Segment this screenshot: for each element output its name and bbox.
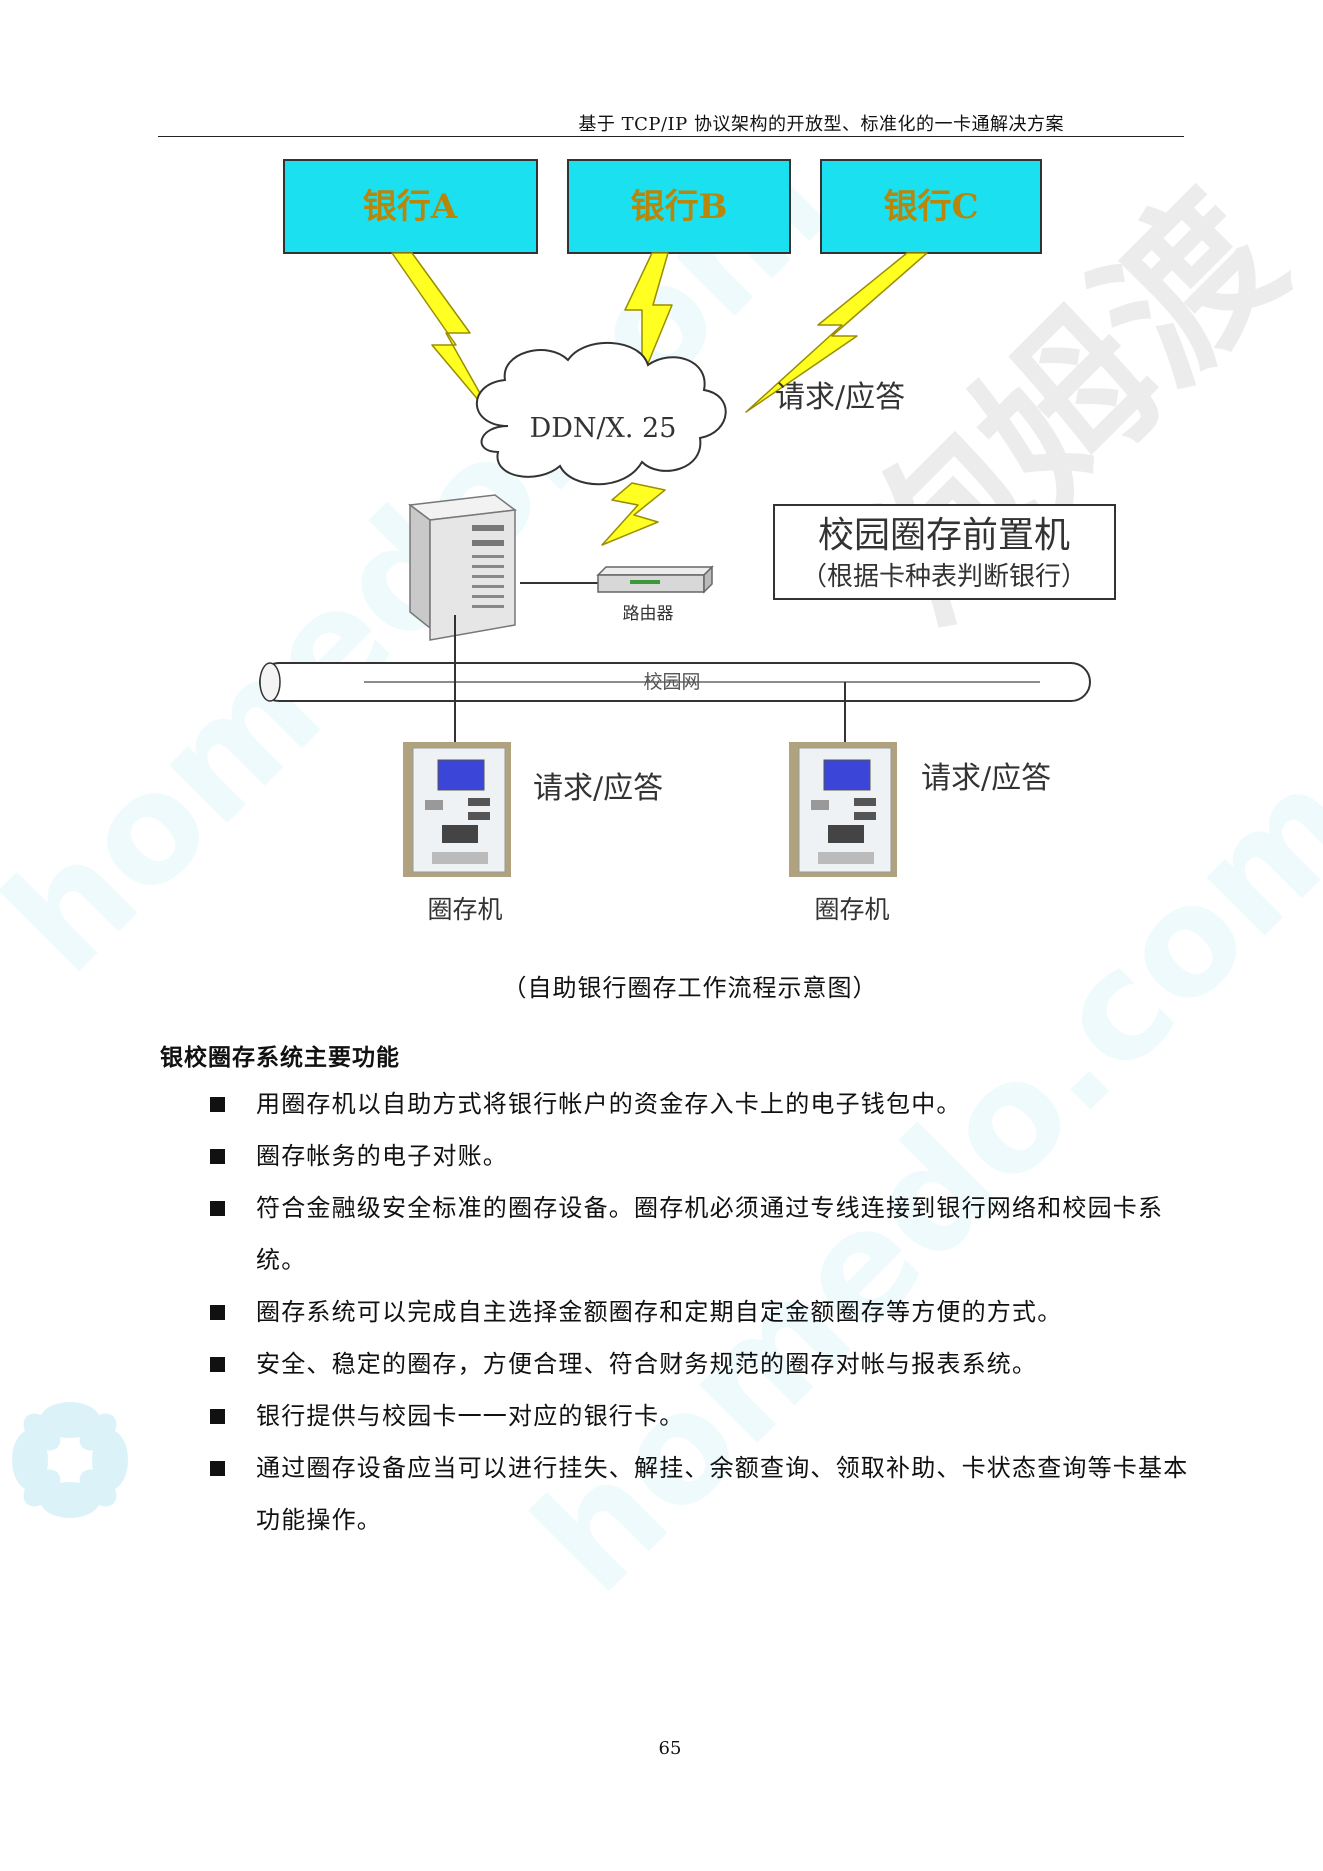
campus-network-pipe: 校园网 [259,662,1091,702]
list-item: 圈存帐务的电子对账。 [206,1130,1196,1182]
terminal-request-label-left: 请求/应答 [533,771,663,806]
square-bullet-icon [210,1461,225,1476]
list-item-text: 安全、稳定的圈存，方便合理、符合财务规范的圈存对帐与报表系统。 [256,1350,1038,1378]
terminal-name-left: 圈存机 [427,895,502,924]
square-bullet-icon [210,1409,225,1424]
list-item: 符合金融级安全标准的圈存设备。圈存机必须通过专线连接到银行网络和校园卡系统。 [206,1182,1196,1286]
network-cloud-label: DDN/X. 25 [530,413,677,444]
bank-label-c: 银行C [883,187,978,227]
lightning-bolt-b-icon [624,252,673,379]
router-label: 路由器 [623,604,674,624]
watermark-flower-icon [12,1402,128,1518]
list-item: 圈存系统可以完成自主选择金额圈存和定期自定金额圈存等方便的方式。 [206,1286,1196,1338]
server-tower-icon [408,494,517,641]
lightning-bolt-c-icon [745,252,928,413]
network-cloud-icon: DDN/X. 25 [475,341,727,486]
campus-network-label: 校园网 [643,671,700,693]
list-item: 安全、稳定的圈存，方便合理、符合财务规范的圈存对帐与报表系统。 [206,1338,1196,1390]
list-item-text: 符合金融级安全标准的圈存设备。圈存机必须通过专线连接到银行网络和校园卡系统。 [256,1194,1164,1274]
list-item-text: 银行提供与校园卡一一对应的银行卡。 [256,1402,685,1430]
list-item-text: 用圈存机以自助方式将银行帐户的资金存入卡上的电子钱包中。 [256,1090,962,1118]
square-bullet-icon [210,1201,225,1216]
list-item-text: 通过圈存设备应当可以进行挂失、解挂、余额查询、领取补助、卡状态查询等卡基本功能操… [256,1454,1189,1534]
bank-box-c: 银行C [820,159,1042,254]
list-item: 通过圈存设备应当可以进行挂失、解挂、余额查询、领取补助、卡状态查询等卡基本功能操… [206,1442,1196,1546]
bank-box-b: 银行B [567,159,791,254]
square-bullet-icon [210,1097,225,1112]
request-reply-bank-label: 请求/应答 [775,380,905,415]
list-item-text: 圈存帐务的电子对账。 [256,1142,508,1170]
bank-label-a: 银行A [363,187,458,227]
front-machine-title: 校园圈存前置机 [818,515,1070,556]
terminal-request-label-right: 请求/应答 [921,761,1051,796]
page-number: 65 [658,1738,682,1759]
running-header: 基于 TCP/IP 协议架构的开放型、标准化的一卡通解决方案 [578,114,1064,135]
header-rule [158,136,1184,137]
router-icon: 路由器 [596,565,714,624]
atm-terminal-right-icon [789,742,897,877]
feature-list: 用圈存机以自助方式将银行帐户的资金存入卡上的电子钱包中。 圈存帐务的电子对账。 … [206,1078,1196,1546]
front-machine-note: （根据卡种表判断银行） [801,562,1087,592]
list-item: 用圈存机以自助方式将银行帐户的资金存入卡上的电子钱包中。 [206,1078,1196,1130]
bank-box-a: 银行A [283,159,538,254]
workflow-diagram: 银行A 银行B 银行C DDN/X. 25 请求/应答 校园圈存前置机 （根据卡… [259,159,1116,924]
square-bullet-icon [210,1357,225,1372]
figure-caption: （自助银行圈存工作流程示意图） [502,974,878,1002]
square-bullet-icon [210,1149,225,1164]
list-item: 银行提供与校园卡一一对应的银行卡。 [206,1390,1196,1442]
lightning-bolt-a-icon [391,252,496,421]
lightning-bolt-router-icon [601,482,666,546]
section-title: 银校圈存系统主要功能 [160,1044,400,1071]
square-bullet-icon [210,1305,225,1320]
front-machine-box: 校园圈存前置机 （根据卡种表判断银行） [773,504,1116,600]
bank-label-b: 银行B [631,187,728,227]
atm-terminal-left-icon [403,742,511,877]
terminal-name-right: 圈存机 [814,895,889,924]
list-item-text: 圈存系统可以完成自主选择金额圈存和定期自定金额圈存等方便的方式。 [256,1298,1063,1326]
